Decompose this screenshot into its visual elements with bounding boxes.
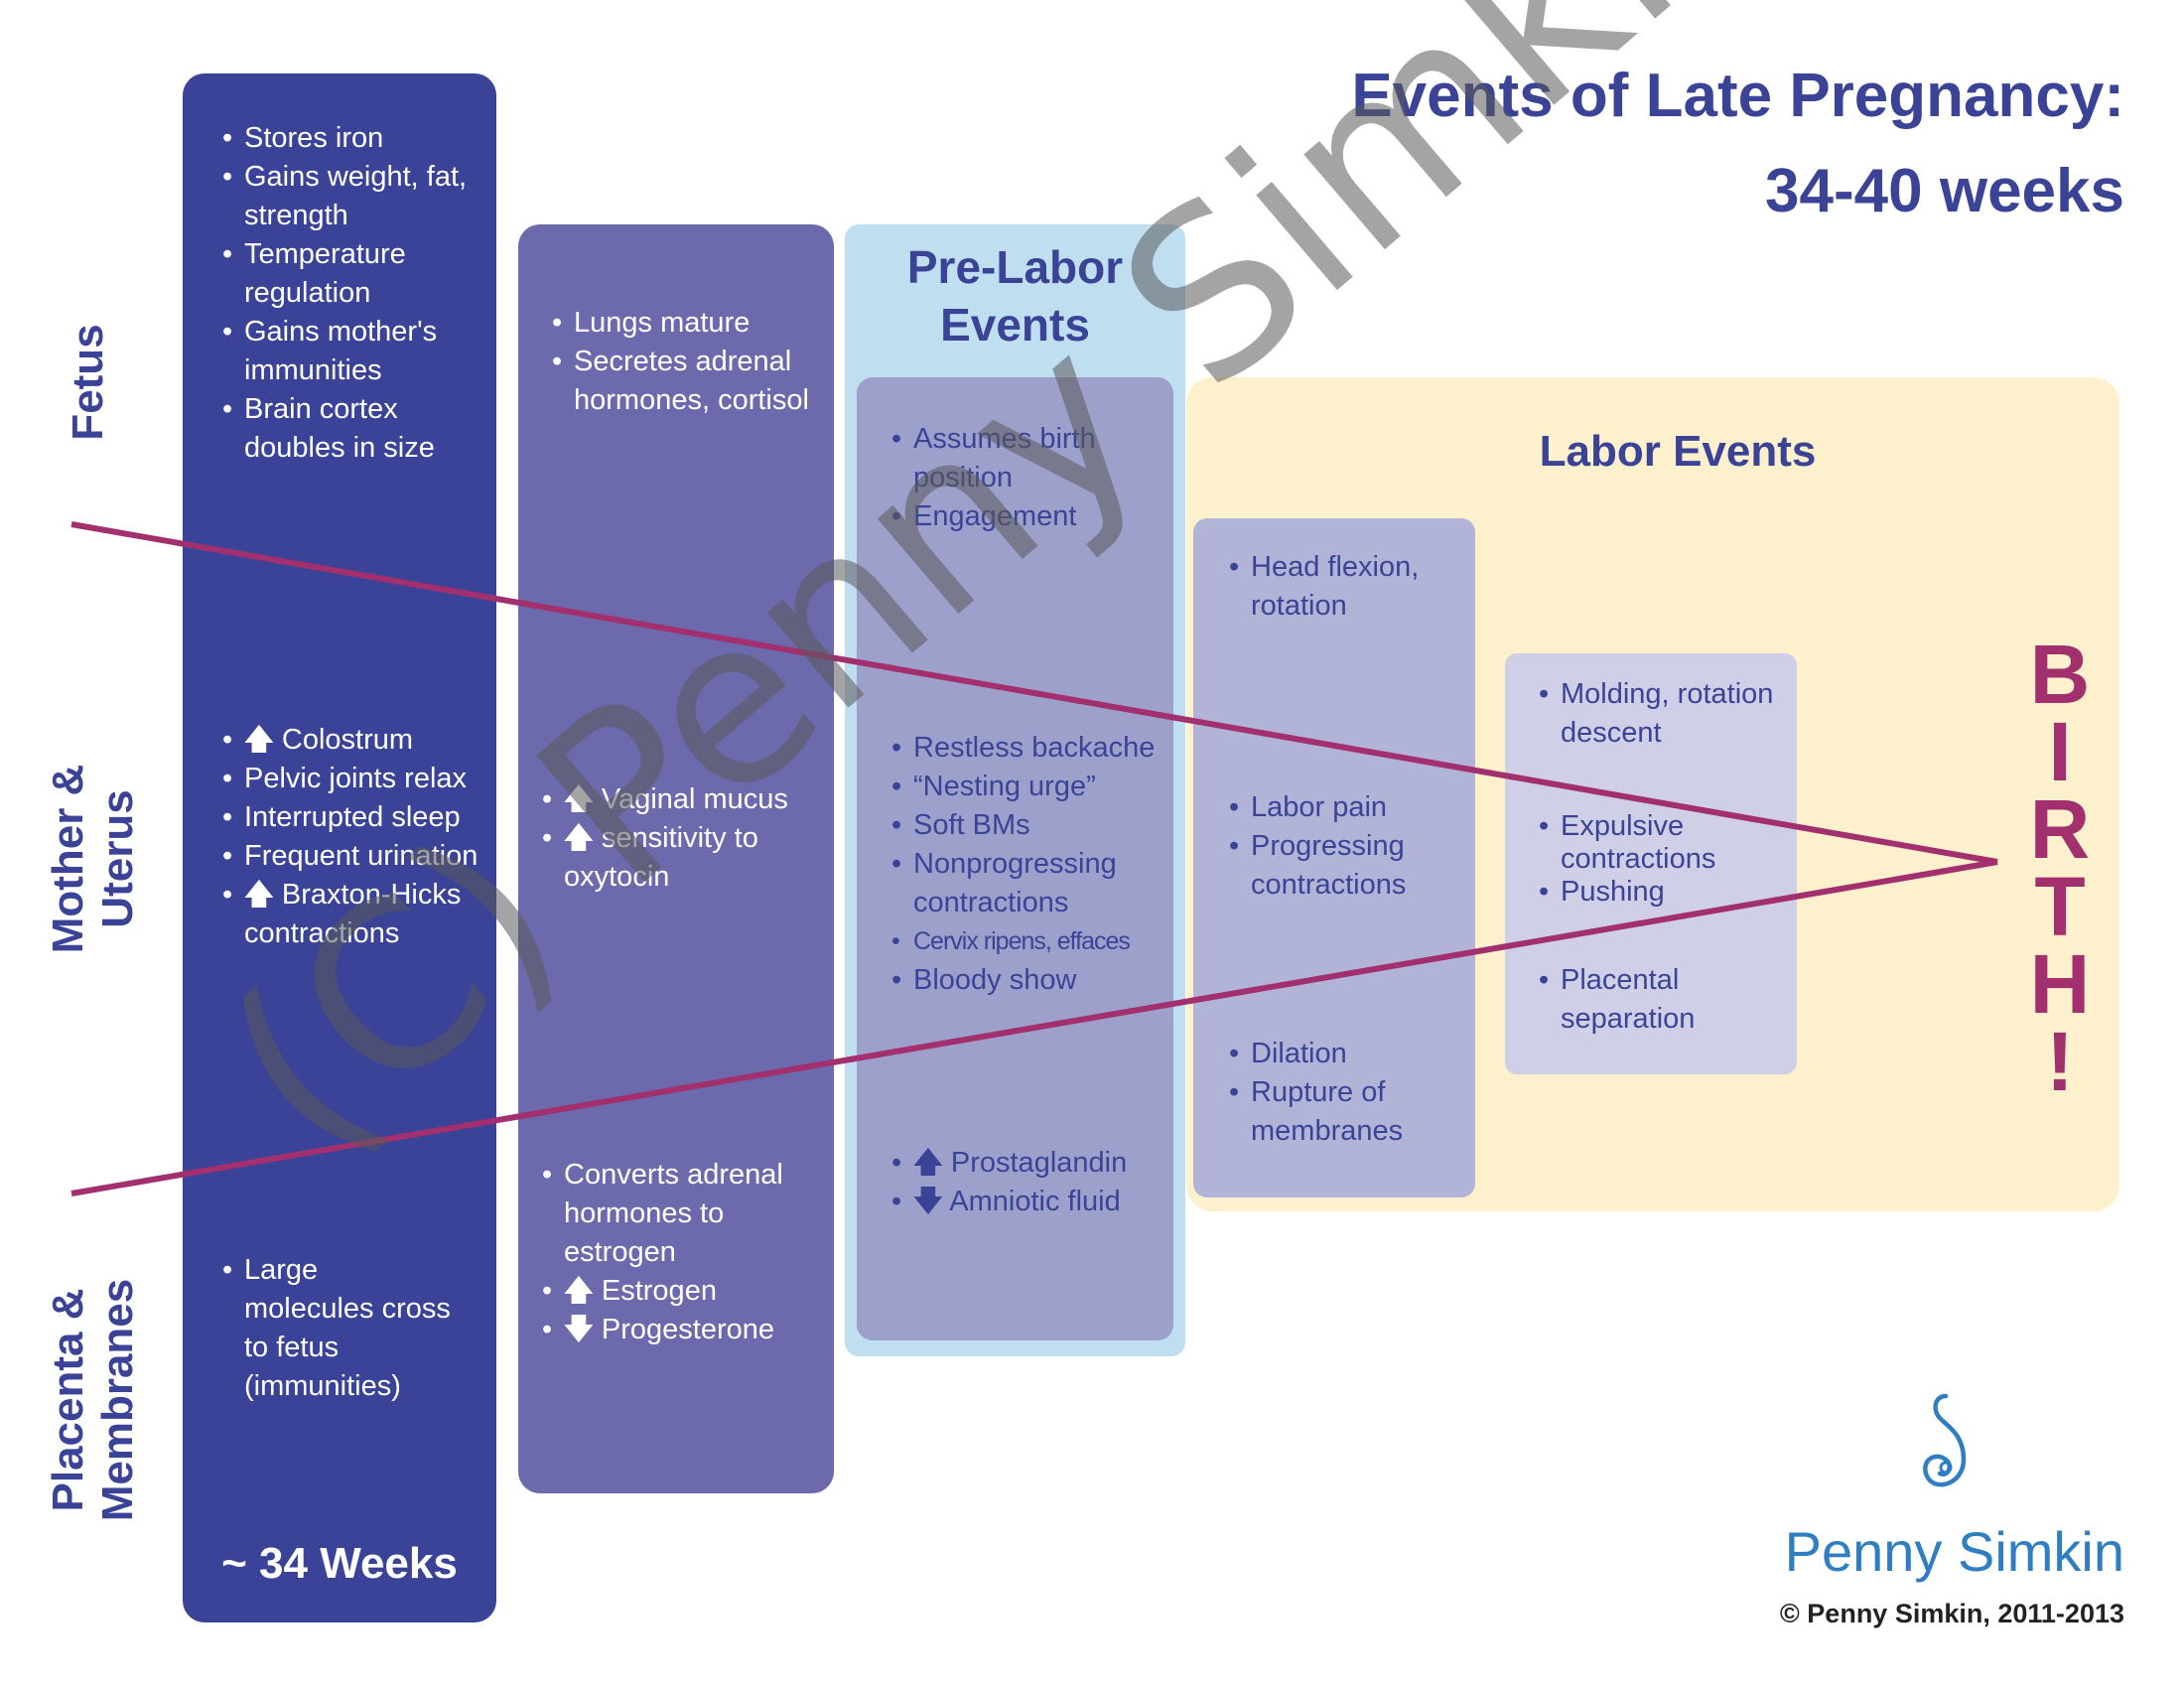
col1-fetus-list: Stores iron Gains weight, fat, strength … xyxy=(222,119,494,468)
list-item: Large molecules cross to fetus (immuniti… xyxy=(222,1251,451,1406)
list-item: 🡅 Colostrum xyxy=(222,721,494,760)
up-arrow-icon: 🡅 xyxy=(564,1275,594,1307)
birth-letter: ! xyxy=(2046,1015,2074,1108)
birth-letter: R xyxy=(2029,782,2091,876)
list-item-text: Amniotic fluid xyxy=(949,1186,1121,1217)
birth-label: B I R T H ! xyxy=(2010,628,2110,1108)
pre-labor-heading-line2: Events xyxy=(940,299,1090,351)
list-item-text: Vaginal mucus xyxy=(601,783,788,815)
brand-name: Penny Simkin xyxy=(1784,1520,2124,1583)
list-item: Assumes birth position xyxy=(891,420,1150,497)
list-item: 🡇 Amniotic fluid xyxy=(891,1183,1179,1221)
birth-letter: T xyxy=(2034,860,2086,953)
upper-convergence-line xyxy=(70,521,1998,865)
pre-labor-mother-list: Restless backache “Nesting urge” Soft BM… xyxy=(891,729,1179,1000)
list-item: Labor pain xyxy=(1229,788,1467,827)
col1-placenta-list: Large molecules cross to fetus (immuniti… xyxy=(222,1251,451,1406)
labor-b-placenta-list: Placental separation xyxy=(1539,961,1777,1039)
list-item: Restless backache xyxy=(891,729,1179,768)
weeks-34-label: ~ 34 Weeks xyxy=(221,1539,458,1588)
list-item-text: Braxton-Hicks contractions xyxy=(244,879,462,949)
list-item: Stores iron xyxy=(222,119,494,158)
list-item: Pelvic joints relax xyxy=(222,760,494,798)
title-line1: Events of Late Pregnancy: xyxy=(1351,62,2124,130)
up-arrow-icon: 🡅 xyxy=(913,1147,943,1179)
list-item: Rupture of membranes xyxy=(1229,1073,1467,1151)
lower-convergence-line xyxy=(70,859,1998,1196)
page-title: Events of Late Pregnancy: 34-40 weeks xyxy=(1351,52,2124,236)
labor-events-heading: Labor Events xyxy=(1539,427,1817,476)
labor-b-fetus-list: Molding, rotation descent xyxy=(1539,675,1797,753)
birth-letter: I xyxy=(2048,705,2072,798)
up-arrow-icon: 🡅 xyxy=(564,783,594,815)
list-item: Secretes adrenal hormones, cortisol xyxy=(552,343,830,420)
pre-labor-fetus-list: Assumes birth position Engagement xyxy=(891,420,1150,536)
list-item: Cervix ripens, effaces xyxy=(891,922,1179,961)
list-item: Frequent urination xyxy=(222,837,494,876)
list-item-text: Estrogen xyxy=(601,1275,717,1307)
list-item: “Nesting urge” xyxy=(891,768,1179,806)
list-item-text: sensitivity to oxytocin xyxy=(564,822,758,893)
list-item: 🡅 Braxton-Hicks contractions xyxy=(222,876,494,953)
list-item: Engagement xyxy=(891,497,1150,536)
up-arrow-icon: 🡅 xyxy=(244,879,274,911)
col2-placenta-list: Converts adrenal hormones to estrogen 🡅 … xyxy=(542,1156,820,1349)
list-item-text: Prostaglandin xyxy=(950,1147,1128,1179)
list-item: Brain cortex doubles in size xyxy=(222,390,494,468)
labor-a-placenta-list: Dilation Rupture of membranes xyxy=(1229,1035,1467,1151)
birth-letter: B xyxy=(2029,628,2091,721)
down-arrow-icon: 🡇 xyxy=(913,1186,943,1217)
list-item: Head flexion, rotation xyxy=(1229,548,1467,626)
col2-fetus-list: Lungs mature Secretes adrenal hormones, … xyxy=(552,304,830,420)
labor-a-mother-list: Labor pain Progressing contractions xyxy=(1229,788,1467,905)
birth-letter: H xyxy=(2029,937,2091,1031)
up-arrow-icon: 🡅 xyxy=(564,822,594,854)
list-item: Gains mother's immunities xyxy=(222,313,494,390)
labor-a-fetus-list: Head flexion, rotation xyxy=(1229,548,1467,626)
list-item: Pushing xyxy=(1539,876,1777,909)
pre-labor-placenta-list: 🡅 Prostaglandin 🡇 Amniotic fluid xyxy=(891,1144,1179,1221)
list-item: 🡅 Prostaglandin xyxy=(891,1144,1179,1183)
list-item: 🡅 sensitivity to oxytocin xyxy=(542,819,820,897)
list-item: Expulsive contractions xyxy=(1539,810,1777,876)
list-item-text: Colostrum xyxy=(281,724,414,756)
list-item: Temperature regulation xyxy=(222,235,494,313)
pre-labor-heading-line1: Pre-Labor xyxy=(906,241,1124,293)
title-line2: 34-40 weeks xyxy=(1765,157,2124,225)
list-item: Progressing contractions xyxy=(1229,827,1467,905)
list-item: Lungs mature xyxy=(552,304,830,343)
labor-b-mother-list: Expulsive contractions Pushing xyxy=(1539,810,1777,909)
list-item: Nonprogressing contractions xyxy=(891,845,1179,922)
list-item: Placental separation xyxy=(1539,961,1777,1039)
col2-mother-list: 🡅 Vaginal mucus 🡅 sensitivity to oxytoci… xyxy=(542,780,820,897)
list-item: 🡅 Estrogen xyxy=(542,1272,820,1311)
list-item: Interrupted sleep xyxy=(222,798,494,837)
list-item: 🡅 Vaginal mucus xyxy=(542,780,820,819)
list-item: Gains weight, fat, strength xyxy=(222,158,494,235)
down-arrow-icon: 🡇 xyxy=(564,1314,594,1345)
list-item: Converts adrenal hormones to estrogen xyxy=(542,1156,820,1272)
list-item: 🡇 Progesterone xyxy=(542,1311,820,1349)
copyright-text: © Penny Simkin, 2011-2013 xyxy=(1779,1599,2124,1628)
spiral-logo-icon xyxy=(1923,1393,1967,1487)
pre-labor-heading: Pre-Labor Events xyxy=(845,238,1185,353)
col1-mother-list: 🡅 Colostrum Pelvic joints relax Interrup… xyxy=(222,721,494,953)
list-item-text: Progesterone xyxy=(601,1314,774,1345)
list-item: Dilation xyxy=(1229,1035,1467,1073)
up-arrow-icon: 🡅 xyxy=(244,724,274,756)
list-item: Bloody show xyxy=(891,961,1179,1000)
list-item: Soft BMs xyxy=(891,806,1179,845)
list-item: Molding, rotation descent xyxy=(1539,675,1797,753)
